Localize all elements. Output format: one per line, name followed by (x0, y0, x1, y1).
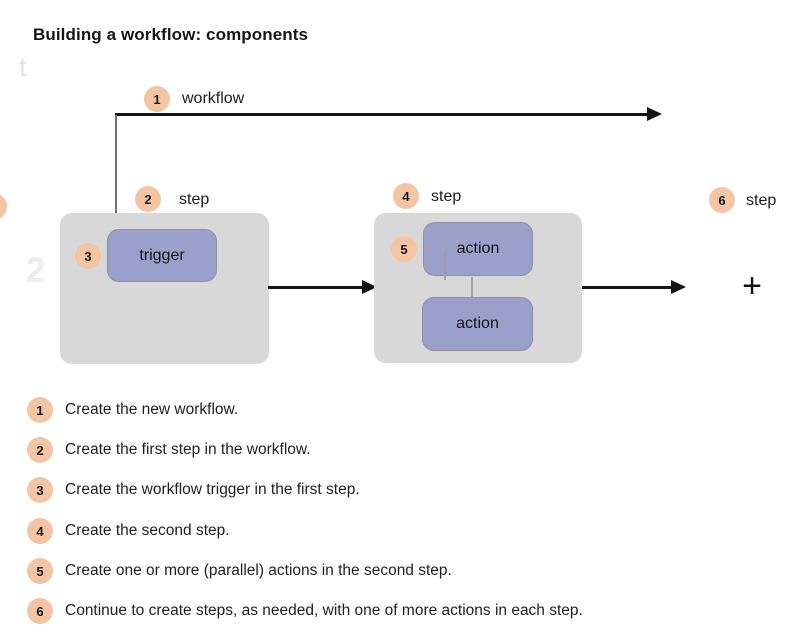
workflow-label: workflow (182, 90, 245, 107)
legend-badge-3: 3 (27, 477, 53, 503)
legend-badge-5: 5 (27, 558, 53, 584)
badge-4-step: 4 (393, 183, 419, 209)
plus-icon: + (742, 267, 762, 305)
workflow-arrow-line (115, 113, 648, 116)
badge-2-step: 2 (135, 186, 161, 212)
arrow-step1-step2-head-icon (362, 280, 377, 294)
legend-item-1: 1 Create the new workflow. (27, 397, 238, 423)
legend-text-4: Create the second step. (65, 522, 230, 539)
legend-badge-1: 1 (27, 397, 53, 423)
action-connector-line (471, 277, 473, 298)
watermark-number: 2 (26, 251, 46, 290)
arrow-step2-next-line (582, 286, 673, 289)
step1-label: step (179, 191, 210, 208)
arrow-step2-next-head-icon (671, 280, 686, 294)
legend-item-3: 3 Create the workflow trigger in the fir… (27, 477, 360, 503)
legend-badge-2: 2 (27, 437, 53, 463)
trigger-node-label: trigger (139, 246, 185, 264)
badge-5-action: 5 (391, 236, 417, 262)
legend-item-4: 4 Create the second step. (27, 518, 230, 544)
legend-item-6: 6 Continue to create steps, as needed, w… (27, 598, 583, 624)
clipped-badge-left-edge (0, 193, 7, 220)
legend-badge-4: 4 (27, 518, 53, 544)
page-title: Building a workflow: components (33, 25, 309, 44)
legend-text-3: Create the workflow trigger in the first… (65, 481, 360, 498)
action-node-1-label: action (456, 240, 500, 257)
legend-text-1: Create the new workflow. (65, 401, 239, 418)
legend-text-2: Create the first step in the workflow. (65, 441, 311, 458)
next-step-label: step (746, 192, 777, 209)
badge-6-step: 6 (709, 187, 735, 213)
action-node-1: action (423, 222, 533, 276)
legend-text-5: Create one or more (parallel) actions in… (65, 562, 452, 579)
legend-item-5: 5 Create one or more (parallel) actions … (27, 558, 452, 584)
action-branch-line (444, 251, 446, 280)
legend-text-6: Continue to create steps, as needed, wit… (65, 602, 583, 619)
trigger-node: trigger (107, 229, 217, 282)
badge-3-trigger: 3 (75, 243, 101, 269)
badge-1-workflow: 1 (144, 86, 170, 112)
legend-item-2: 2 Create the first step in the workflow. (27, 437, 311, 463)
watermark-letter: t (19, 52, 27, 82)
legend-badge-6: 6 (27, 598, 53, 624)
action-node-2-label: action (456, 315, 499, 332)
step2-label: step (431, 188, 462, 205)
workflow-arrowhead-icon (647, 107, 662, 121)
workflow-drop-line (115, 115, 117, 213)
arrow-step1-step2-line (268, 286, 364, 289)
action-node-2: action (422, 297, 533, 351)
